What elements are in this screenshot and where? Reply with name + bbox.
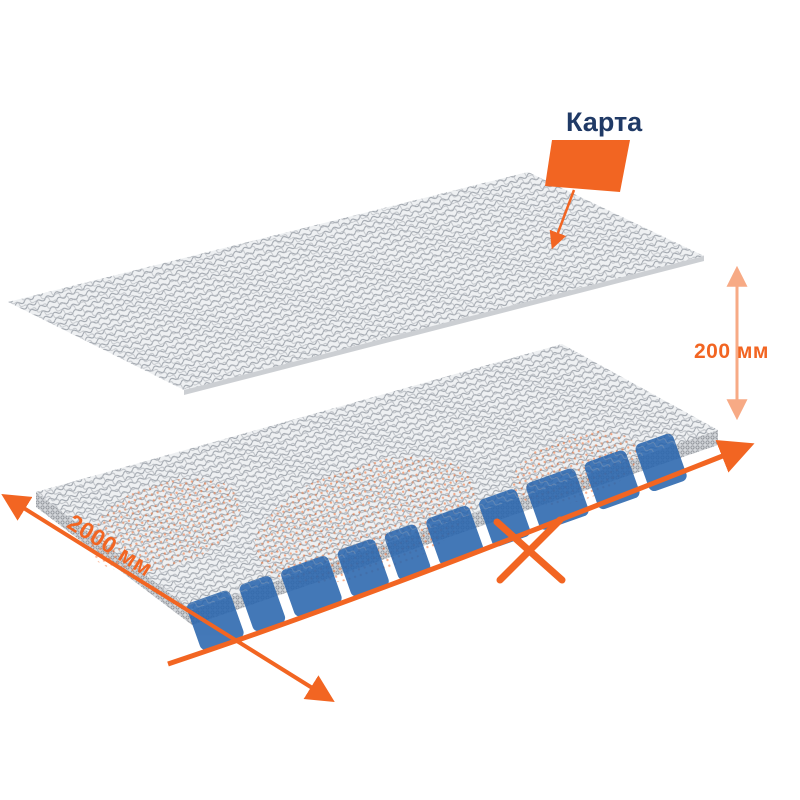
top-mesh-sheet <box>8 172 704 395</box>
cross-mark-stroke2 <box>496 516 564 584</box>
callout-label: Карта <box>566 107 643 137</box>
dimension-height: 200 мм <box>694 265 769 421</box>
top-mesh-edge <box>184 256 704 395</box>
callout: Карта <box>545 107 643 250</box>
dimension-height-label: 200 мм <box>694 340 769 363</box>
dimension-length-arrow <box>1 494 335 702</box>
top-mesh-weave-layer2 <box>8 172 704 390</box>
callout-flag <box>545 140 630 192</box>
callout-leader-line <box>549 189 576 250</box>
